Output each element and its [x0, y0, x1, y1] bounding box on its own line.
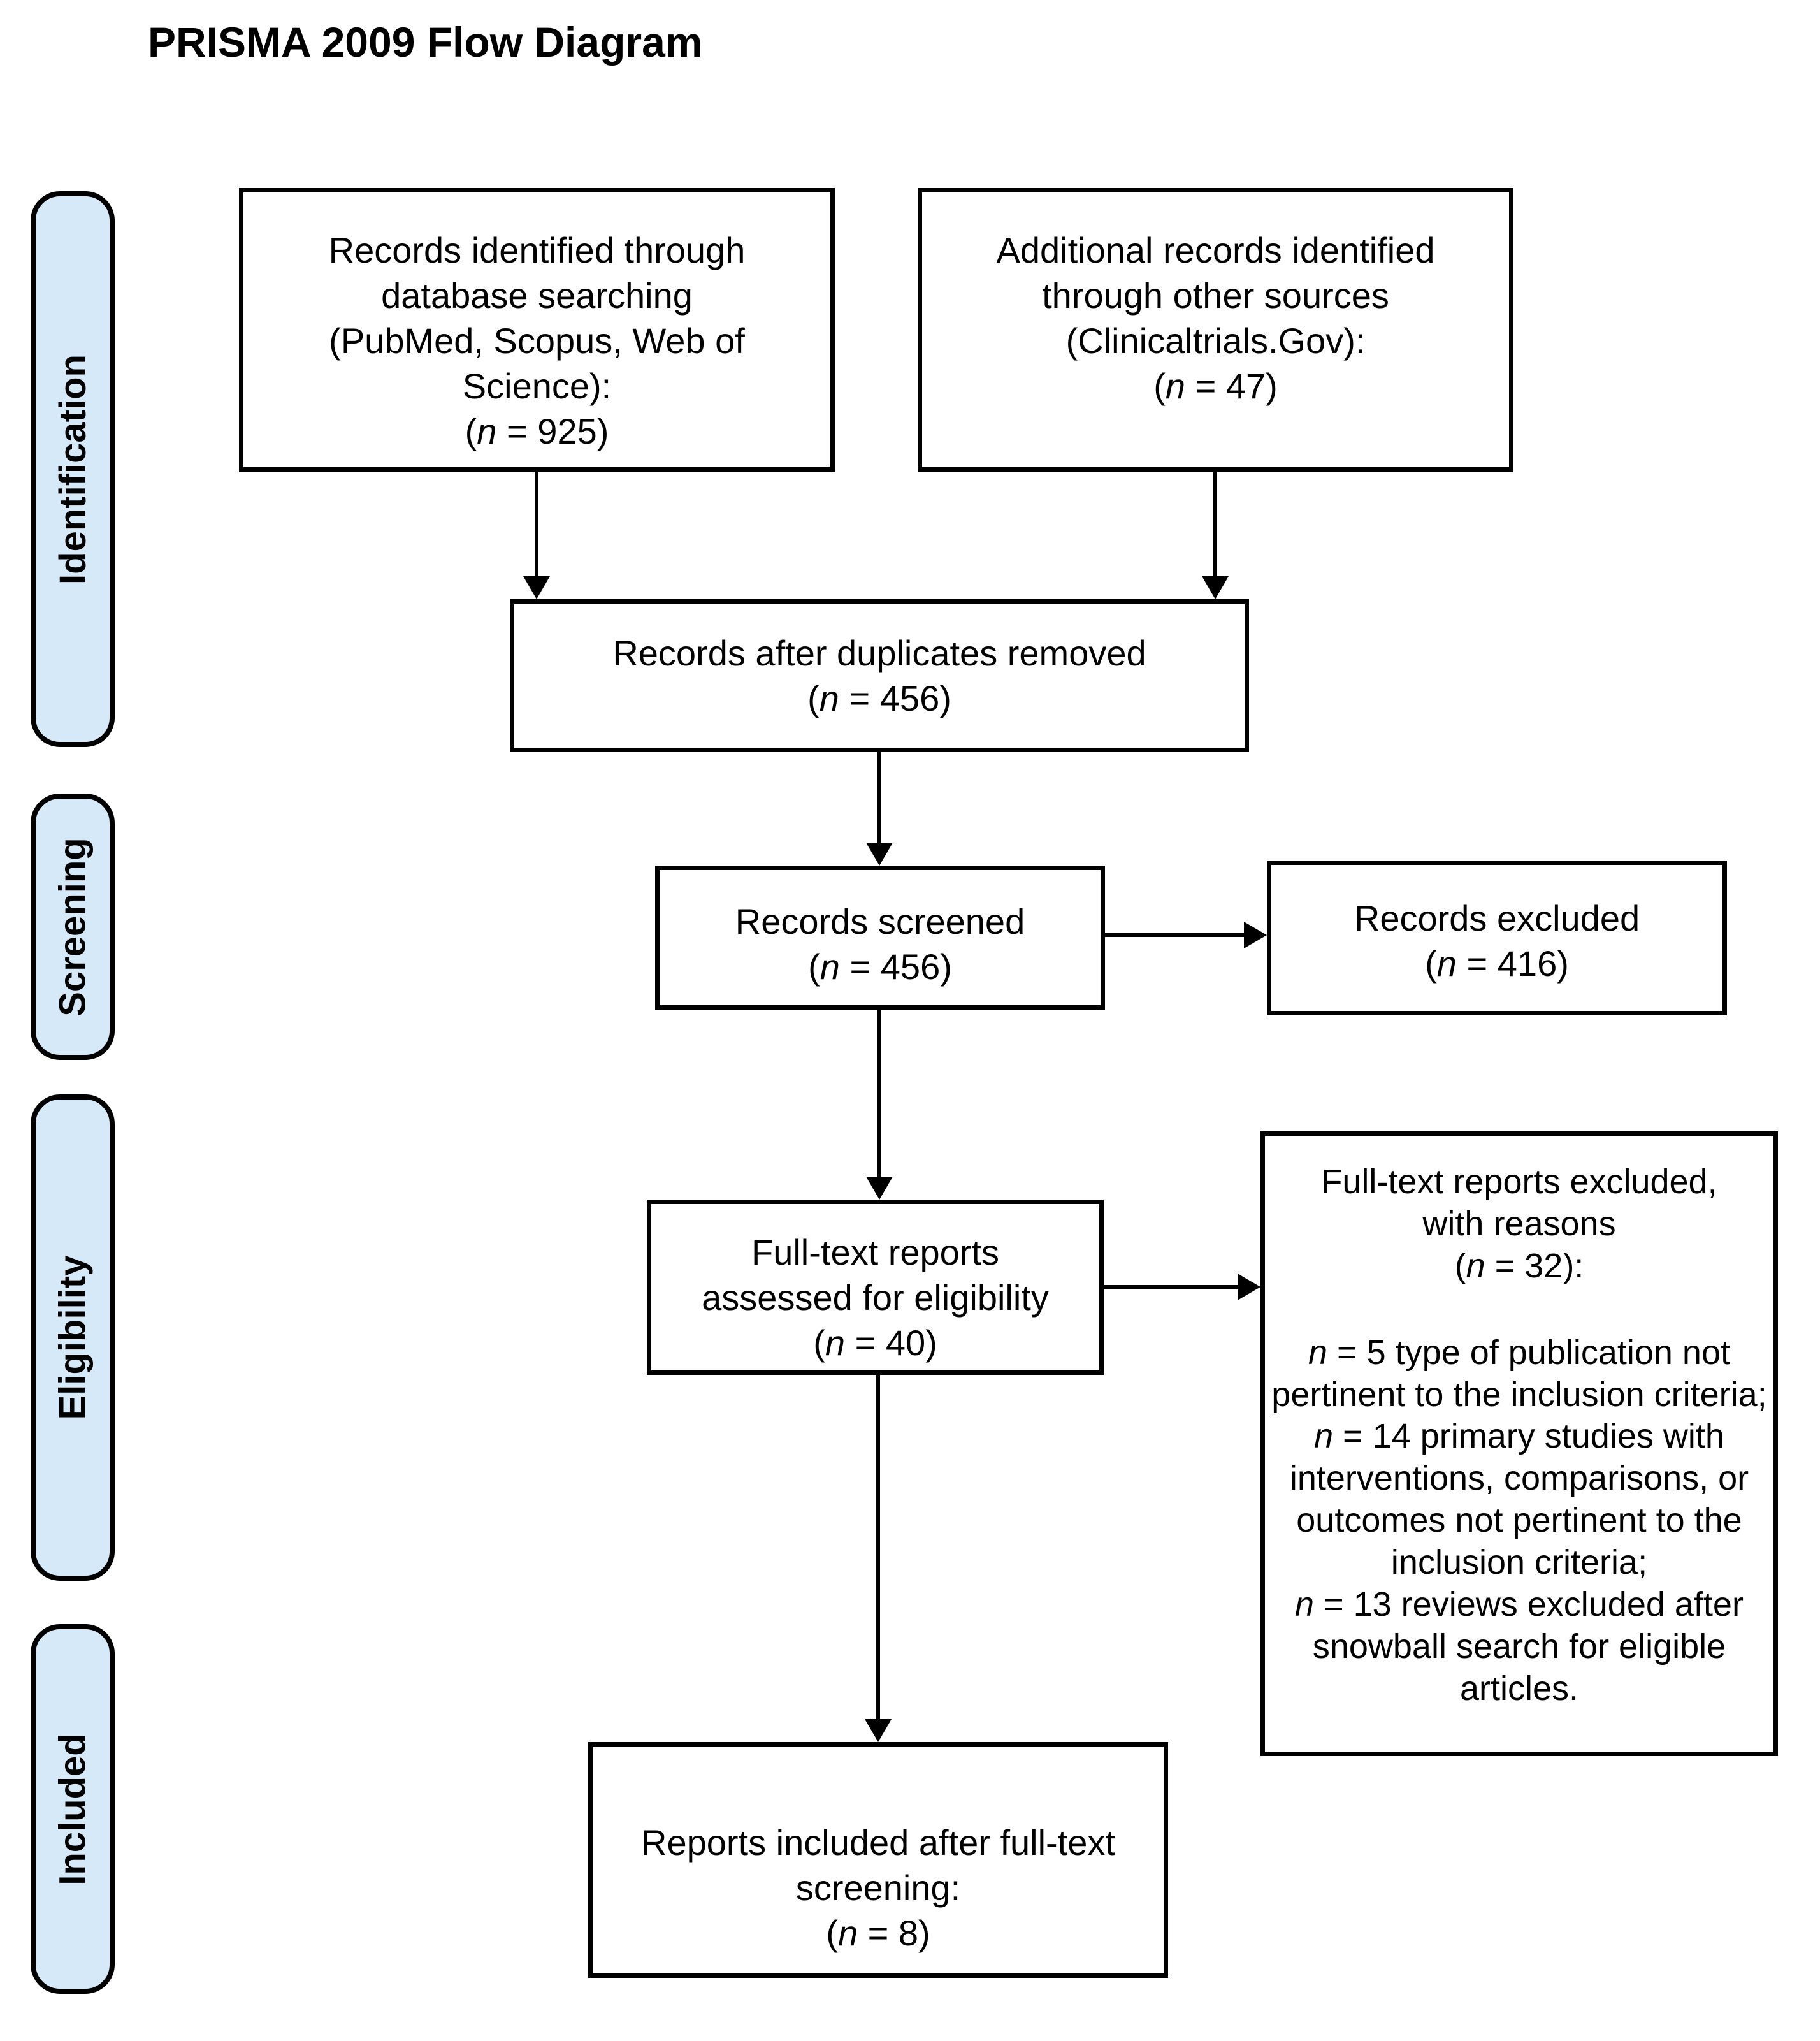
connector-fulltext-to-included: [876, 1375, 880, 1719]
box-text-line: Additional records identified: [996, 230, 1435, 270]
count-line: (n = 456): [808, 947, 952, 987]
connector-screened-to-fulltext: [877, 1010, 881, 1177]
box-reports-included: Reports included after full-text screeni…: [588, 1742, 1168, 1978]
page-title: PRISMA 2009 Flow Diagram: [148, 18, 703, 66]
stage-label-screening: Screening: [52, 837, 94, 1017]
stage-band-eligibility: Eligibility: [31, 1094, 115, 1581]
box-text-line: Records after duplicates removed: [612, 633, 1146, 673]
exclusion-reason: n = 14 primary studies with intervention…: [1289, 1417, 1749, 1581]
stage-band-included: Included: [31, 1624, 115, 1994]
arrowhead-fulltext-to-included: [865, 1719, 892, 1742]
count-line: (n = 32):: [1454, 1246, 1584, 1285]
count-line: (n = 8): [826, 1913, 930, 1954]
arrowhead-database-to-dedup: [523, 576, 550, 599]
box-fulltext-excluded-reasons: Full-text reports excluded, with reasons…: [1260, 1131, 1778, 1756]
stage-label-identification: Identification: [52, 354, 94, 585]
box-text-line: assessed for eligibility: [702, 1277, 1049, 1318]
arrowhead-screened-to-excluded: [1244, 922, 1267, 948]
box-records-after-duplicates-removed: Records after duplicates removed (n = 45…: [510, 599, 1249, 752]
box-text-line: through other sources: [1042, 275, 1389, 316]
count-line: (n = 47): [1153, 366, 1278, 407]
count-line: (n = 925): [465, 411, 609, 452]
box-text-line: Records excluded: [1354, 898, 1640, 938]
box-text-line: Full-text reports: [751, 1232, 999, 1272]
exclusion-reason: n = 5 type of publication not pertinent …: [1271, 1333, 1767, 1414]
connector-screened-to-excluded: [1104, 933, 1244, 937]
box-additional-records-other-sources: Additional records identified through ot…: [918, 188, 1513, 472]
connector-dedup-to-screened: [877, 752, 881, 843]
box-text-line: (Clinicaltrials.Gov):: [1065, 321, 1366, 361]
box-fulltext-assessed: Full-text reports assessed for eligibili…: [647, 1200, 1104, 1375]
box-text-line: Records identified through: [328, 230, 746, 270]
arrowhead-other-sources-to-dedup: [1202, 576, 1229, 599]
box-text-line: screening:: [795, 1868, 961, 1908]
stage-label-eligibility: Eligibility: [52, 1255, 94, 1420]
box-text-line: Science):: [462, 366, 612, 407]
connector-fulltext-to-excluded: [1104, 1285, 1238, 1289]
stage-label-included: Included: [52, 1732, 94, 1885]
box-text-line: database searching: [381, 275, 693, 316]
count-line: (n = 40): [813, 1323, 937, 1363]
stage-band-screening: Screening: [31, 794, 115, 1060]
arrowhead-screened-to-fulltext: [866, 1177, 893, 1200]
box-text-line: with reasons: [1422, 1204, 1616, 1243]
box-text-line: Reports included after full-text: [641, 1822, 1115, 1863]
connector-other-sources-to-dedup: [1213, 472, 1217, 576]
box-records-identified-database: Records identified through database sear…: [239, 188, 835, 472]
count-line: (n = 416): [1425, 943, 1569, 984]
box-text-line: Full-text reports excluded,: [1321, 1163, 1717, 1201]
arrowhead-fulltext-to-excluded: [1238, 1274, 1260, 1300]
exclusion-reason: n = 13 reviews excluded after snowball s…: [1295, 1585, 1744, 1708]
stage-band-identification: Identification: [31, 191, 115, 747]
box-text-line: Records screened: [735, 901, 1025, 941]
count-line: (n = 456): [807, 678, 951, 719]
box-text-line: (PubMed, Scopus, Web of: [329, 321, 745, 361]
arrowhead-dedup-to-screened: [866, 843, 893, 866]
box-records-screened: Records screened (n = 456): [655, 866, 1105, 1010]
box-records-excluded: Records excluded (n = 416): [1267, 861, 1727, 1015]
spacer: [1265, 1288, 1773, 1332]
connector-database-to-dedup: [535, 472, 538, 576]
